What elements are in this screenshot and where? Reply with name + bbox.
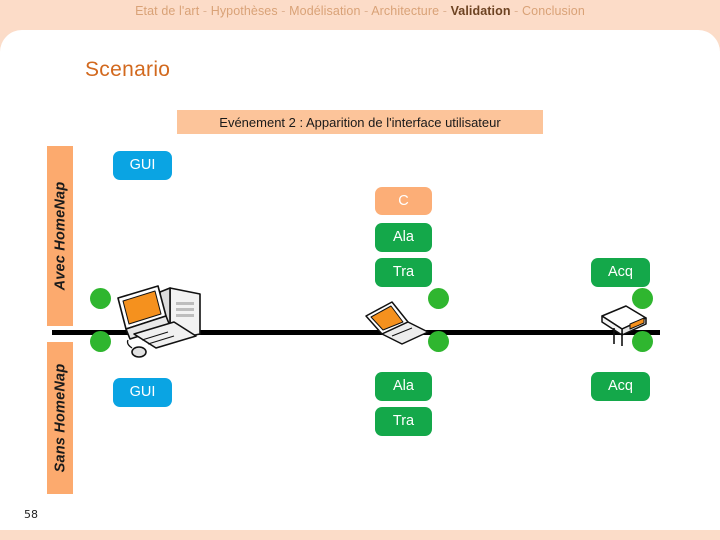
tag-sans-ala[interactable]: Ala <box>375 372 432 401</box>
side-label-avec-homenap: Avec HomeNap <box>47 146 73 326</box>
side-label-sans-homenap: Sans HomeNap <box>47 342 73 494</box>
header-band <box>0 0 720 34</box>
tag-avec-c[interactable]: C <box>375 187 432 215</box>
tag-avec-acq[interactable]: Acq <box>591 258 650 287</box>
tag-sans-gui[interactable]: GUI <box>113 378 172 407</box>
side-label-avec-text: Avec HomeNap <box>52 181 68 291</box>
breadcrumb-separator: - <box>199 4 211 18</box>
breadcrumb-separator: - <box>510 4 523 18</box>
breadcrumb-separator: - <box>439 4 451 18</box>
breadcrumb-separator: - <box>360 4 372 18</box>
breadcrumb-item-etat-de-l-art[interactable]: Etat de l'art <box>135 4 200 18</box>
event-banner: Evénement 2 : Apparition de l'interface … <box>177 110 543 134</box>
tag-avec-ala[interactable]: Ala <box>375 223 432 252</box>
breadcrumb-separator: - <box>277 4 290 18</box>
sensor-device-icon <box>596 302 652 348</box>
laptop-computer-icon <box>362 300 432 346</box>
breadcrumb: Etat de l'art - Hypothèses - Modélisatio… <box>0 4 720 18</box>
breadcrumb-item-mod-lisation[interactable]: Modélisation <box>289 4 361 18</box>
tag-avec-tra[interactable]: Tra <box>375 258 432 287</box>
tag-sans-tra[interactable]: Tra <box>375 407 432 436</box>
page-number: 58 <box>24 508 38 521</box>
desktop-computer-icon <box>112 282 208 360</box>
breadcrumb-item-hypoth-ses[interactable]: Hypothèses <box>210 4 278 18</box>
dot-laptop-below-icon <box>428 331 449 352</box>
breadcrumb-item-conclusion[interactable]: Conclusion <box>522 4 585 18</box>
dot-sensor-below-icon <box>632 331 653 352</box>
page-title: Scenario <box>85 58 171 81</box>
tag-sans-acq[interactable]: Acq <box>591 372 650 401</box>
breadcrumb-item-validation[interactable]: Validation <box>450 4 511 18</box>
timeline-axis <box>52 330 660 335</box>
dot-laptop-above-icon <box>428 288 449 309</box>
dot-sensor-above-icon <box>632 288 653 309</box>
dot-desktop-above-icon <box>90 288 111 309</box>
breadcrumb-item-architecture[interactable]: Architecture <box>371 4 440 18</box>
side-label-sans-text: Sans HomeNap <box>52 363 69 473</box>
tag-avec-gui[interactable]: GUI <box>113 151 172 180</box>
dot-desktop-below-icon <box>90 331 111 352</box>
